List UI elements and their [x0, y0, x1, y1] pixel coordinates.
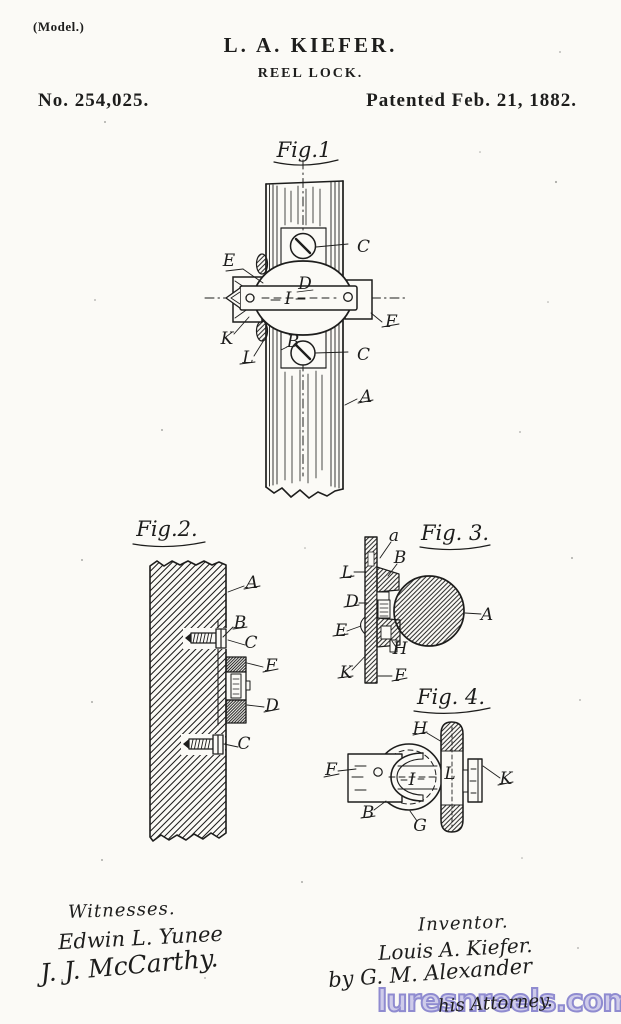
fig1-label-a: A	[358, 387, 372, 407]
figure-1: Fig.1	[205, 138, 406, 498]
fig2-label-f: F	[264, 656, 278, 676]
fig4-label-g: G	[413, 816, 427, 836]
fig3-label-e: E	[334, 621, 348, 641]
fig2-label-b: B	[233, 613, 247, 633]
fig3-title: Fig. 3.	[420, 521, 489, 545]
fig4-title: Fig. 4.	[416, 685, 485, 709]
figure-2: Fig.2.	[133, 517, 279, 841]
fig4-label-i: I	[408, 770, 416, 790]
fig4-label-l: L	[443, 764, 455, 784]
inventor-heading: Inventor.	[418, 911, 509, 935]
fig3-label-l: L	[340, 563, 352, 583]
fig1-label-l: L	[241, 348, 253, 368]
fig3-label-b: B	[393, 548, 407, 568]
fig3-label-a: A	[479, 605, 493, 625]
fig1-label-d: D	[297, 274, 312, 294]
fig3-label-d: D	[344, 592, 359, 612]
fig1-label-k: K	[220, 329, 235, 349]
fig3-label-h: H	[392, 639, 409, 659]
fig2-label-c-lower: C	[237, 734, 250, 754]
fig1-label-c-lower: C	[357, 345, 370, 365]
fig2-label-c-upper: C	[244, 633, 257, 653]
fig3-label-k: K	[339, 663, 354, 683]
fig4-label-f: F	[324, 760, 338, 780]
fig1-label-i: I	[284, 289, 292, 309]
fig2-label-d: D	[264, 696, 279, 716]
fig2-label-a: A	[244, 573, 258, 593]
fig4-label-b: B	[361, 803, 375, 823]
fig1-label-e: E	[222, 251, 236, 271]
fig3-label-f: F	[393, 666, 407, 686]
fig1-label-b: B	[286, 332, 300, 352]
fig3-label-a-small: a	[389, 526, 399, 546]
figure-3: Fig. 3.	[333, 521, 493, 686]
witnesses-heading: Witnesses.	[68, 898, 176, 923]
figure-4: Fig. 4.	[324, 685, 514, 836]
fig4-label-k: K	[499, 769, 514, 789]
fig2-title: Fig.2.	[135, 517, 197, 541]
fig4-label-h: H	[412, 719, 429, 739]
fig1-label-c-upper: C	[357, 237, 370, 257]
fig1-title: Fig.1	[276, 138, 332, 162]
fig1-label-f: F	[384, 312, 398, 332]
